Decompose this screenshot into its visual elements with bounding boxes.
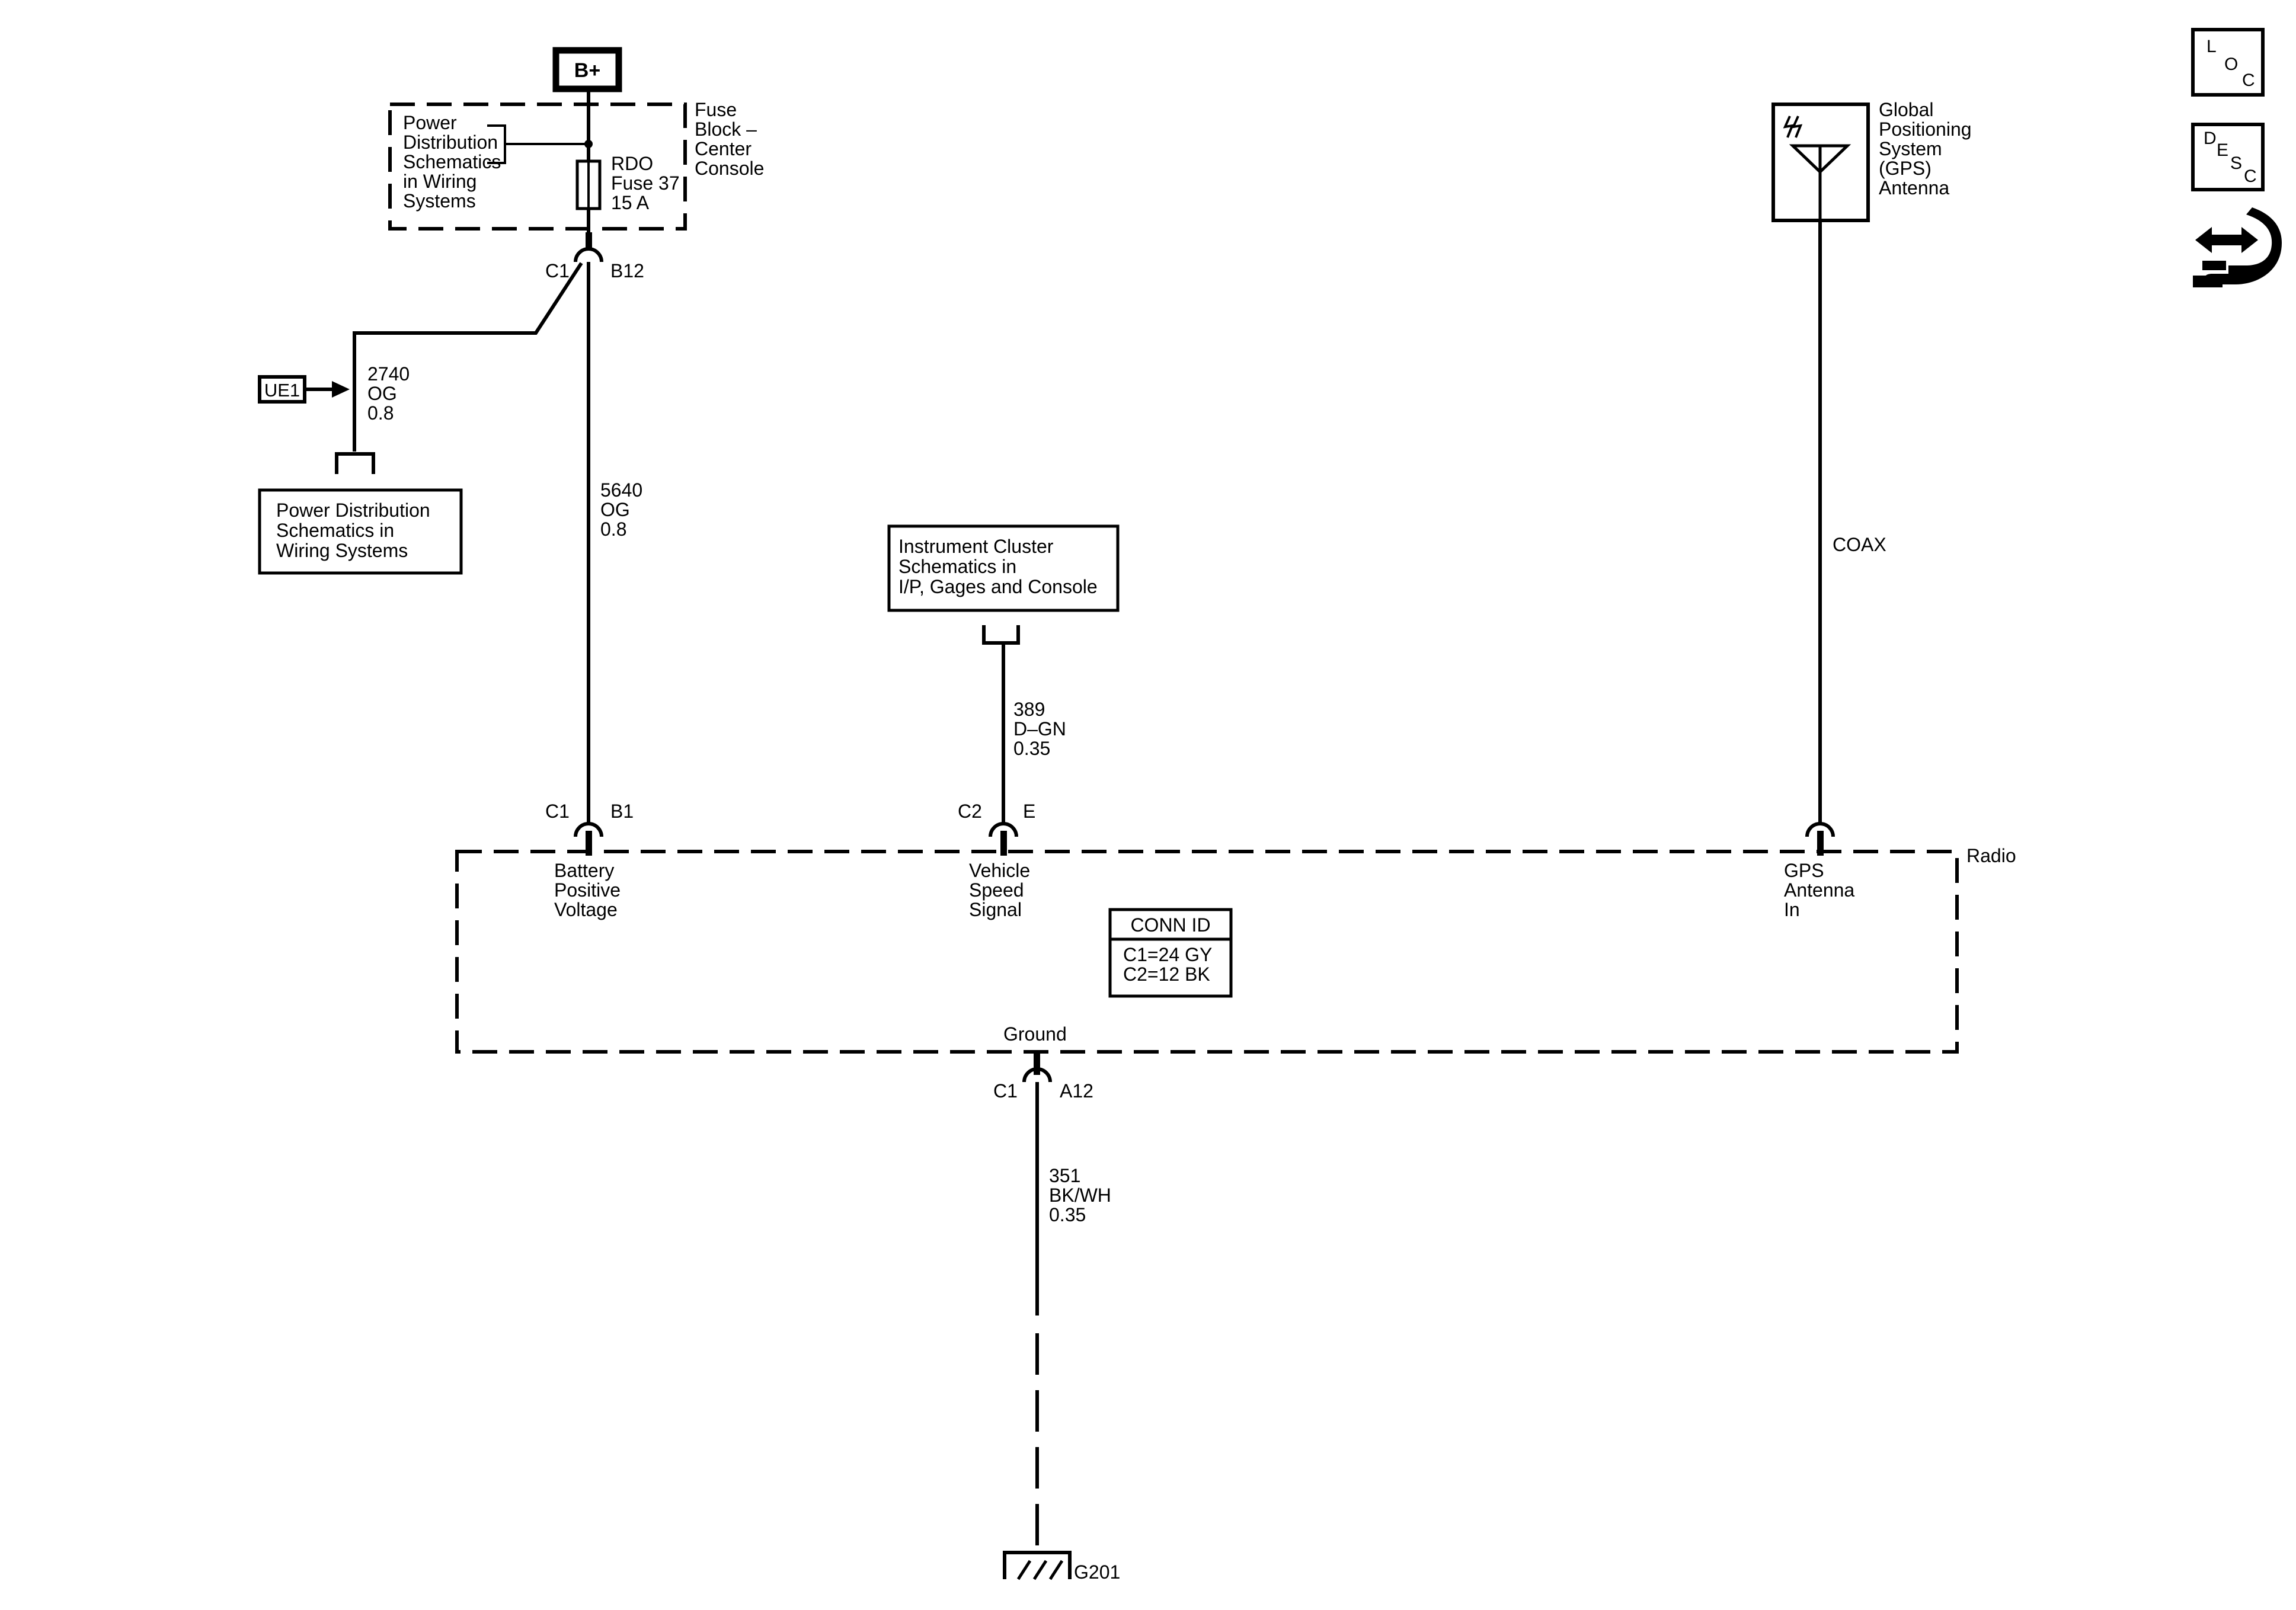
svg-text:C: C xyxy=(2244,167,2257,186)
fuse-label: RDO Fuse 37 15 A xyxy=(611,153,685,213)
pin-label: E xyxy=(1023,801,1035,822)
svg-text:Instrument Cluster Schem: Instrument Cluster Schematics in I/P, Ga… xyxy=(898,536,1098,597)
radio-pin-battery: Battery Positive Voltage xyxy=(554,860,626,920)
connector-label: C1 xyxy=(993,1080,1018,1102)
desc-button[interactable]: D E S C xyxy=(2191,123,2265,191)
wrench-arrows-icon[interactable] xyxy=(2193,207,2282,287)
connector-label: C1 xyxy=(545,260,570,281)
svg-text:Power Distribution Schem: Power Distribution Schematics in Wiring … xyxy=(276,500,436,561)
wire-389-label: 389 D–GN 0.35 xyxy=(1013,699,1072,759)
svg-text:O: O xyxy=(2224,55,2238,74)
conn-id-table: CONN ID C1=24 GY C2=12 BK xyxy=(1108,908,1233,998)
radio-module-outline xyxy=(455,850,1959,1054)
radio-pin-gps: GPS Antenna In xyxy=(1784,860,1860,920)
radio-pin-speed: Vehicle Speed Signal xyxy=(969,860,1035,920)
svg-text:UE1: UE1 xyxy=(264,380,300,401)
wire-2740-label: 2740 OG 0.8 xyxy=(367,363,415,424)
battery-supply-terminal: B+ xyxy=(552,47,622,92)
supply-label: B+ xyxy=(574,59,600,82)
svg-text:E: E xyxy=(2217,140,2228,160)
connector-label: C2 xyxy=(958,801,982,822)
svg-text:D: D xyxy=(2204,129,2217,148)
pin-label: A12 xyxy=(1060,1080,1093,1102)
connector-c2-e xyxy=(989,822,1018,856)
svg-text:L: L xyxy=(2207,37,2217,56)
pin-label: B1 xyxy=(610,801,634,822)
fuse-symbol xyxy=(575,159,602,210)
wire-351-label: 351 BK/WH 0.35 xyxy=(1049,1165,1117,1225)
power-distribution-ref-box: Power Distribution Schematics in Wiring … xyxy=(258,488,463,575)
pin-label: B12 xyxy=(610,260,644,281)
svg-text:S: S xyxy=(2230,153,2242,173)
loc-button[interactable]: L O C xyxy=(2191,28,2265,97)
wire-5640-label: 5640 OG 0.8 xyxy=(600,479,648,540)
fuse-block-title: Fuse Block – Center Console xyxy=(695,99,764,179)
radio-label: Radio xyxy=(1966,845,2016,866)
lightning-icon xyxy=(1783,116,1803,138)
radio-pin-ground: Ground xyxy=(1003,1023,1067,1045)
ue1-reference: UE1 xyxy=(258,375,306,404)
ground-symbol xyxy=(1003,1551,1072,1580)
connector-c1-a12 xyxy=(1022,1050,1052,1083)
fuse-block-ref: Power Distribution Schematics in Wiring … xyxy=(403,112,506,212)
fuse-block-outline xyxy=(388,103,687,231)
gps-antenna-label: Global Positioning System (GPS) Antenna xyxy=(1879,99,1977,199)
connector-gps xyxy=(1805,822,1835,856)
connector-c1-b1 xyxy=(574,822,603,856)
instrument-cluster-ref-box: Instrument Cluster Schematics in I/P, Ga… xyxy=(887,524,1120,612)
svg-text:C1=24 GY C2=12 BK: C1=24 GY C2=12 BK xyxy=(1123,944,1217,985)
svg-text:CONN ID: CONN ID xyxy=(1130,914,1210,936)
svg-text:C: C xyxy=(2242,71,2255,90)
ground-label: G201 xyxy=(1074,1561,1120,1583)
coax-label: COAX xyxy=(1833,534,1886,555)
connector-label: C1 xyxy=(545,801,570,822)
connector-c1-b12 xyxy=(574,232,603,263)
gps-antenna-symbol xyxy=(1771,103,1870,222)
